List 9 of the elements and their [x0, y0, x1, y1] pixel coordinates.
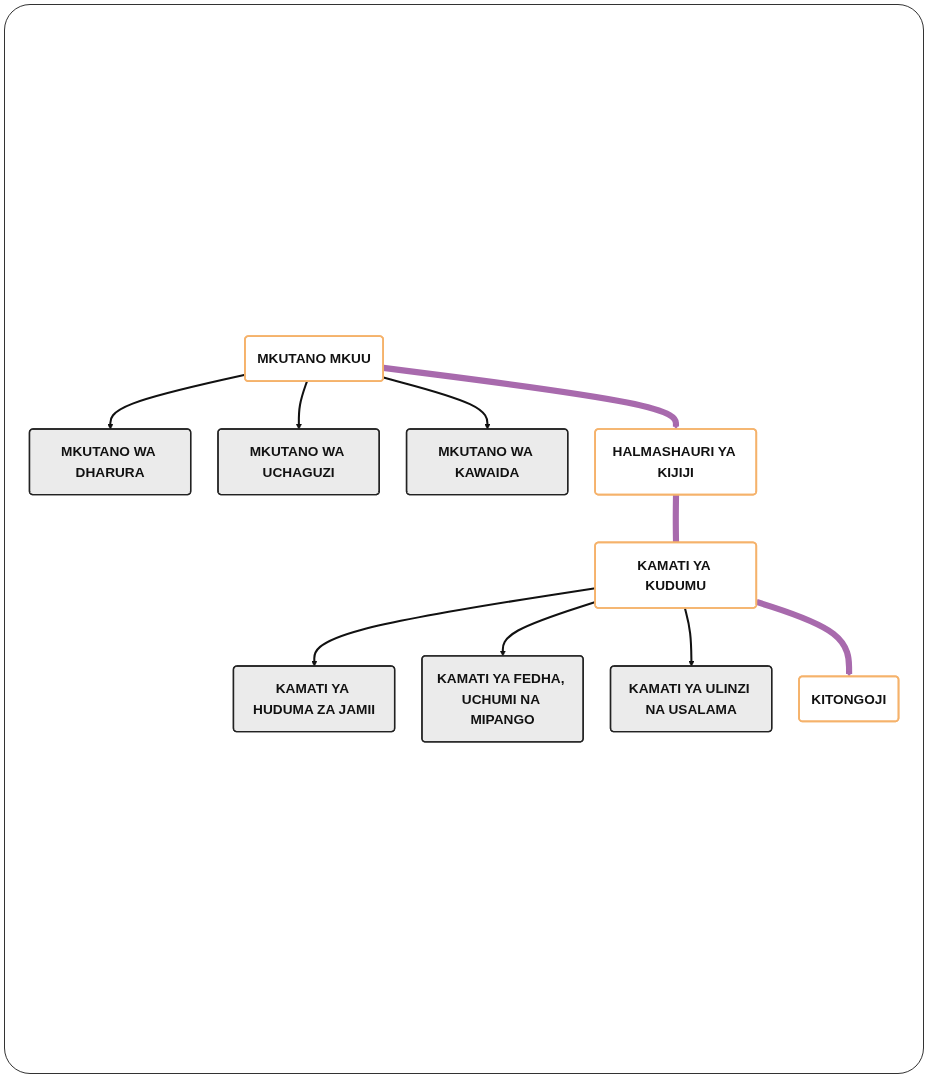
arrow — [295, 381, 308, 430]
arrow — [383, 364, 680, 430]
connector — [672, 494, 680, 543]
arrow — [755, 599, 853, 677]
diagram-frame: MKUTANO MKUU MKUTANO WA DHARURA MKUTANO WA UCHAGUZI MKUTANO WA KAWAIDA HALMASHAURI YA KIJIJI KAMATI YA KUDUMU KAMATI YA HUDUMA ZA JAMII KAMATI YA ULINZI NA USALAMA KAMATI YA FEDHA, UCHUMI NA MIPANGO KITONGOJI — [4, 4, 924, 1074]
arrow — [383, 376, 491, 430]
arrow — [683, 608, 695, 667]
arrow — [499, 600, 596, 657]
arrow — [311, 587, 596, 667]
